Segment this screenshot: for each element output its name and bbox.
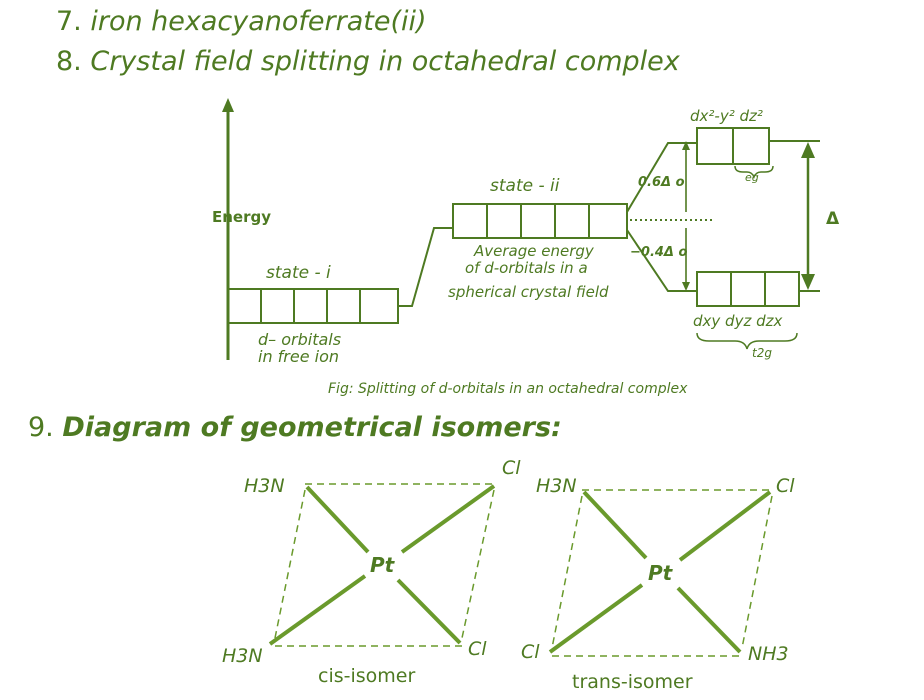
eg-orbital-boxes [696, 127, 770, 165]
connector-ii-eg [626, 142, 697, 213]
heading-9: 9. Diagram of geometrical isomers: [28, 412, 562, 443]
cis-bond-bottom-left [268, 574, 367, 646]
connector-i-ii [398, 227, 453, 307]
orbital-box [588, 203, 628, 239]
cis-ligand-bottom-left: H3N [222, 645, 263, 667]
plus-arrowhead [682, 141, 690, 150]
orbital-box [730, 271, 766, 307]
t2g-orbital-names: dxy dyz dzx [693, 312, 782, 330]
trans-bond-top-right [678, 490, 772, 562]
trans-metal-center: Pt [648, 561, 674, 585]
average-energy-line3: spherical crystal field [448, 283, 609, 301]
heading-8: 8. Crystal field splitting in octahedral… [56, 46, 680, 77]
trans-labels: H3N Cl Cl NH3 Pt trans-isomer [521, 475, 795, 693]
energy-axis-label: Energy [212, 208, 271, 226]
state-i-orbital-boxes [227, 288, 399, 324]
state-ii-label: state - ii [490, 176, 560, 196]
heading-7: 7. iron hexacyanoferrate(ii) [56, 6, 427, 37]
cis-ligand-top-right: Cl [502, 457, 521, 479]
delta-arrowhead-up [801, 142, 815, 158]
cis-labels: H3N Cl H3N Cl Pt cis-isomer [222, 457, 521, 687]
orbital-box [732, 127, 770, 165]
orbital-box [293, 288, 328, 324]
orbital-box [452, 203, 488, 239]
orbital-box [227, 288, 262, 324]
cis-ligand-top-left: H3N [244, 475, 285, 497]
heading-7-number: 7. [56, 6, 82, 37]
orbital-box [520, 203, 556, 239]
cis-ligand-bottom-right: Cl [468, 638, 487, 660]
t2g-orbital-boxes [696, 271, 800, 307]
heading-7-text: iron hexacyanoferrate(ii) [90, 6, 427, 37]
free-ion-label-line2: in free ion [258, 347, 339, 366]
orbital-box [359, 288, 399, 324]
free-ion-label-line1: d– orbitals [258, 330, 341, 349]
state-ii-orbital-boxes [452, 203, 628, 239]
connector-ii-t2g [626, 229, 697, 292]
trans-ligand-bottom-left: Cl [521, 641, 540, 663]
plus-06-delta-label: 0.6Δ o [638, 175, 685, 190]
trans-dashed-left [551, 495, 583, 649]
minus-04-delta-label: −0.4Δ o [630, 245, 688, 260]
orbital-box [696, 127, 734, 165]
average-energy-line2: of d-orbitals in a [465, 259, 588, 277]
minus-arrowhead [682, 282, 690, 291]
orbital-box [486, 203, 522, 239]
trans-bond-bottom-right [676, 586, 742, 654]
orbital-box [554, 203, 590, 239]
cis-metal-center: Pt [370, 553, 396, 577]
trans-ligand-top-right: Cl [776, 475, 795, 497]
heading-8-text: Crystal field splitting in octahedral co… [90, 46, 680, 77]
trans-ligand-bottom-right: NH3 [748, 643, 789, 665]
eg-label: eg [745, 171, 759, 184]
orbital-box [260, 288, 295, 324]
state-i-label: state - i [266, 263, 331, 283]
heading-9-number: 9. [28, 412, 54, 443]
trans-dashed-right [741, 495, 773, 649]
trans-bond-bottom-left [548, 583, 644, 654]
trans-bond-top-left [582, 490, 648, 560]
cis-bond-bottom-right [396, 578, 462, 645]
eg-brace [734, 165, 774, 180]
cis-isomer-diagram [268, 483, 496, 647]
splitting-diagram [222, 98, 820, 360]
t2g-brace [696, 332, 798, 350]
orbital-box [696, 271, 732, 307]
heading-8-number: 8. [56, 46, 82, 77]
orbital-box [764, 271, 800, 307]
t2g-label: t2g [752, 346, 772, 360]
cis-bond-top-left [305, 485, 370, 554]
splitting-labels: Energy state - i state - ii d– orbitals … [212, 107, 840, 397]
eg-orbital-names: dx²-y² dz² [690, 107, 763, 125]
delta-label: Δ [826, 209, 840, 229]
average-energy-line1: Average energy [473, 242, 595, 260]
trans-ligand-top-left: H3N [536, 475, 577, 497]
heading-9-text: Diagram of geometrical isomers: [62, 412, 562, 443]
trans-isomer-diagram [548, 489, 773, 657]
cis-bond-top-right [400, 484, 496, 554]
delta-arrowhead-down [801, 274, 815, 290]
figure-caption: Fig: Splitting of d-orbitals in an octah… [328, 381, 688, 397]
trans-isomer-label: trans-isomer [572, 671, 693, 693]
cis-isomer-label: cis-isomer [318, 665, 415, 687]
cis-dashed-left [274, 489, 306, 639]
energy-axis-arrowhead [222, 98, 234, 112]
orbital-box [326, 288, 361, 324]
cis-dashed-right [461, 489, 495, 639]
